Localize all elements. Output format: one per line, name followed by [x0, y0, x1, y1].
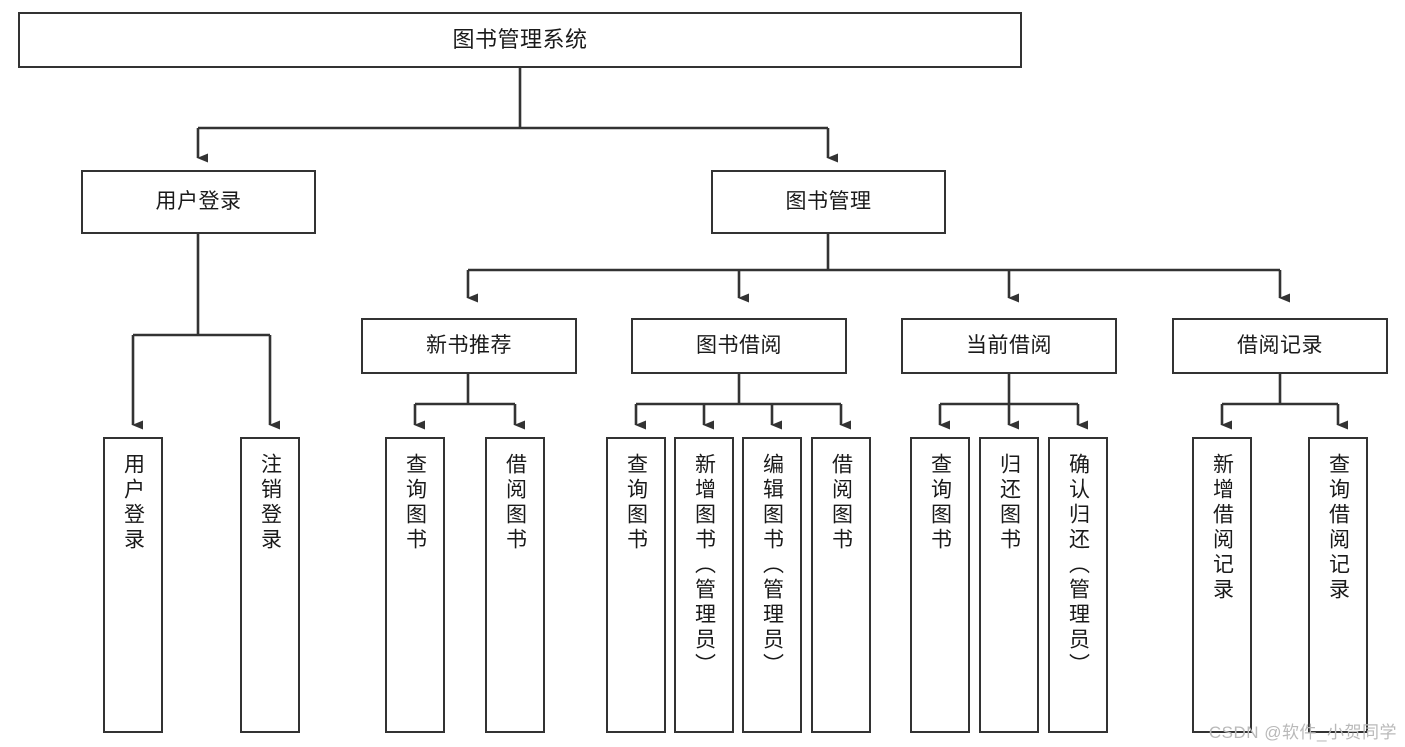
node-root-library-system[interactable]: 图书管理系统 — [18, 12, 1022, 68]
node-label: 查询图书 — [403, 453, 427, 553]
leaf-book-borrow-query-books[interactable]: 查询图书 — [606, 437, 666, 733]
leaf-new-book-borrow-books[interactable]: 借阅图书 — [485, 437, 545, 733]
node-label: 新增借阅记录 — [1210, 453, 1234, 603]
leaf-current-borrow-return-books[interactable]: 归还图书 — [979, 437, 1039, 733]
node-current-borrowing[interactable]: 当前借阅 — [901, 318, 1117, 374]
node-label: 查询借阅记录 — [1326, 453, 1350, 603]
node-label: 注销登录 — [258, 453, 282, 553]
leaf-book-borrow-borrow-books[interactable]: 借阅图书 — [811, 437, 871, 733]
node-book-management[interactable]: 图书管理 — [711, 170, 946, 234]
node-label: 借阅图书 — [503, 453, 527, 553]
node-new-book-recommendation[interactable]: 新书推荐 — [361, 318, 577, 374]
leaf-borrow-record-query-record[interactable]: 查询借阅记录 — [1308, 437, 1368, 733]
node-label: 编辑图书（管理员） — [760, 453, 784, 678]
node-label: 当前借阅 — [966, 333, 1052, 357]
leaf-user-login-login[interactable]: 用户登录 — [103, 437, 163, 733]
leaf-current-borrow-query-books[interactable]: 查询图书 — [910, 437, 970, 733]
leaf-user-login-logout[interactable]: 注销登录 — [240, 437, 300, 733]
leaf-book-borrow-edit-book-admin[interactable]: 编辑图书（管理员） — [742, 437, 802, 733]
node-user-login[interactable]: 用户登录 — [81, 170, 316, 234]
node-label: 确认归还（管理员） — [1066, 453, 1090, 678]
node-label: 新增图书（管理员） — [692, 453, 716, 678]
node-label: 用户登录 — [121, 453, 145, 553]
leaf-new-book-query-books[interactable]: 查询图书 — [385, 437, 445, 733]
node-label: 用户登录 — [155, 189, 242, 213]
node-label: 借阅图书 — [829, 453, 853, 553]
leaf-borrow-record-add-record[interactable]: 新增借阅记录 — [1192, 437, 1252, 733]
node-label: 新书推荐 — [426, 333, 512, 357]
node-label: 借阅记录 — [1237, 333, 1323, 357]
node-label: 图书借阅 — [696, 333, 782, 357]
node-label: 归还图书 — [997, 453, 1021, 553]
node-label: 查询图书 — [624, 453, 648, 553]
leaf-book-borrow-add-book-admin[interactable]: 新增图书（管理员） — [674, 437, 734, 733]
node-book-borrowing[interactable]: 图书借阅 — [631, 318, 847, 374]
node-label: 图书管理 — [785, 189, 872, 213]
watermark-text: CSDN @软件_小贺同学 — [1208, 723, 1397, 742]
leaf-current-borrow-confirm-return-admin[interactable]: 确认归还（管理员） — [1048, 437, 1108, 733]
node-label: 查询图书 — [928, 453, 952, 553]
node-label: 图书管理系统 — [452, 27, 588, 53]
node-borrowing-record[interactable]: 借阅记录 — [1172, 318, 1388, 374]
